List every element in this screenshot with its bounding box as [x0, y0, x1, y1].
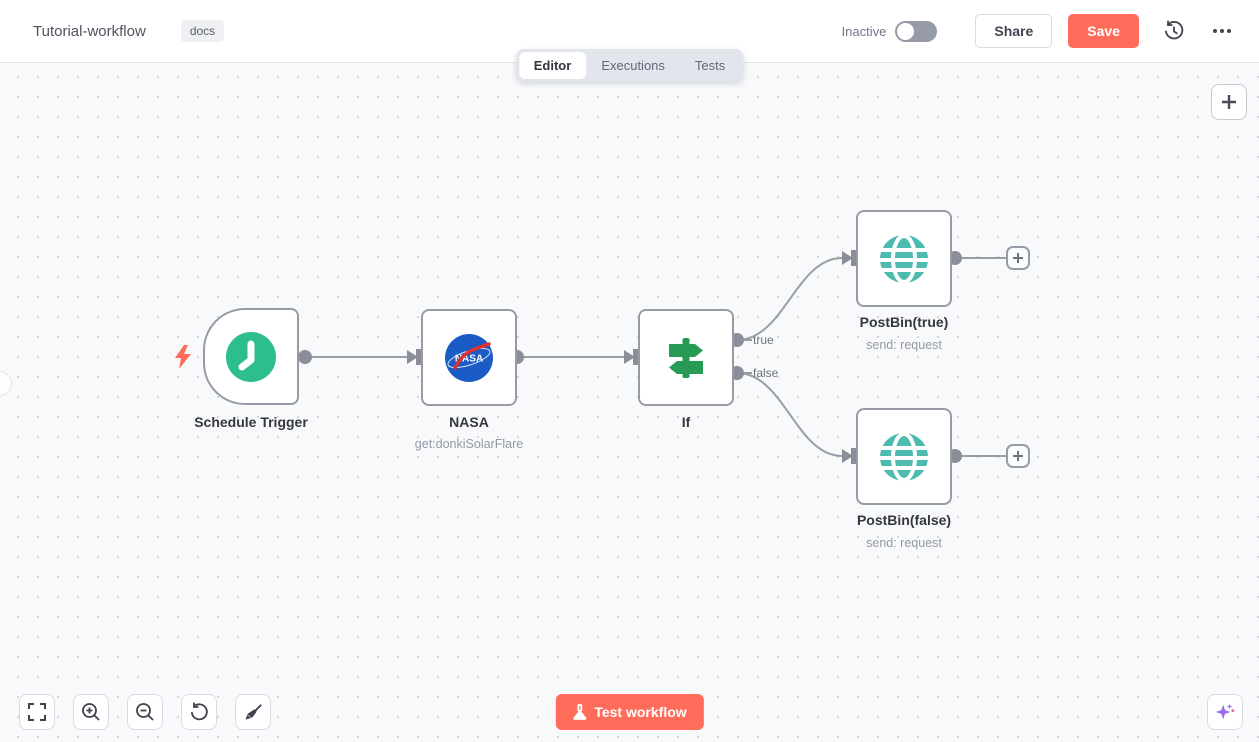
trigger-bolt-icon — [175, 345, 191, 369]
view-tabs: Editor Executions Tests — [515, 49, 744, 82]
node-nasa[interactable]: NASA — [421, 309, 517, 406]
globe-icon — [880, 233, 928, 284]
zoom-out-icon — [136, 703, 154, 721]
undo-icon — [191, 702, 208, 721]
flask-icon — [572, 704, 586, 720]
zoom-in-button[interactable] — [73, 694, 109, 730]
node-name-nasa: NASA — [449, 414, 489, 430]
tab-tests[interactable]: Tests — [694, 58, 726, 73]
active-status-label: Inactive — [841, 23, 887, 39]
node-name-if: If — [681, 414, 691, 430]
ai-assistant-button[interactable] — [1207, 694, 1243, 730]
workflow-title[interactable]: Tutorial-workflow — [33, 22, 146, 40]
node-name-postbin-false: PostBin(false) — [856, 512, 952, 528]
node-schedule-trigger[interactable] — [203, 308, 299, 405]
broom-icon — [245, 703, 262, 720]
add-node-after-postbin-true-button[interactable] — [1006, 246, 1030, 270]
node-subtitle-postbin-true: send: request — [866, 338, 942, 352]
tab-executions[interactable]: Executions — [601, 58, 665, 73]
nasa-logo-icon: NASA — [445, 333, 493, 382]
share-button[interactable]: Share — [975, 14, 1053, 48]
if-output-false-label: false — [753, 366, 779, 380]
workflow-history-icon[interactable] — [1159, 16, 1189, 46]
zoom-out-button[interactable] — [127, 694, 163, 730]
toggle-knob — [897, 22, 915, 40]
svg-text:NASA: NASA — [455, 353, 483, 364]
plus-icon — [1222, 95, 1236, 109]
add-node-after-postbin-false-button[interactable] — [1006, 444, 1030, 468]
zoom-to-fit-button[interactable] — [19, 694, 55, 730]
save-button[interactable]: Save — [1068, 14, 1139, 48]
signpost-icon — [669, 337, 703, 378]
add-node-button[interactable] — [1211, 84, 1247, 120]
reset-zoom-button[interactable] — [181, 694, 217, 730]
workflow-canvas[interactable] — [0, 63, 1259, 742]
more-options-icon[interactable] — [1207, 16, 1237, 46]
node-subtitle-postbin-false: send: request — [866, 536, 942, 550]
globe-icon — [880, 431, 928, 482]
fit-view-icon — [28, 703, 46, 721]
workflow-tag-docs[interactable]: docs — [180, 20, 225, 42]
node-if[interactable] — [638, 309, 734, 406]
node-postbin-false[interactable] — [856, 408, 952, 505]
node-name-schedule-trigger: Schedule Trigger — [194, 414, 308, 430]
tidy-up-button[interactable] — [235, 694, 271, 730]
test-workflow-label: Test workflow — [594, 704, 687, 720]
zoom-in-icon — [82, 703, 100, 721]
test-workflow-button[interactable]: Test workflow — [555, 694, 704, 730]
sparkles-icon — [1215, 703, 1235, 720]
clock-icon — [226, 331, 276, 382]
node-subtitle-nasa: get:donkiSolarFlare — [414, 437, 524, 451]
plus-icon — [1013, 253, 1023, 263]
plus-icon — [1013, 451, 1023, 461]
node-postbin-true[interactable] — [856, 210, 952, 307]
tab-editor[interactable]: Editor — [518, 52, 587, 79]
node-name-postbin-true: PostBin(true) — [859, 314, 949, 330]
if-output-true-label: true — [753, 333, 774, 347]
active-toggle[interactable] — [895, 20, 938, 42]
